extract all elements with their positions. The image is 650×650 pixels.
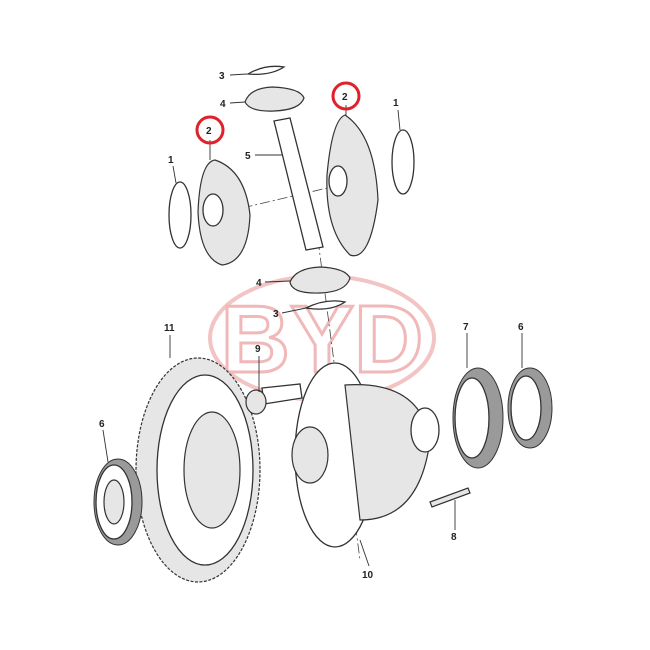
callout-3-top: 3 (219, 71, 225, 82)
leader-lines (102, 73, 523, 567)
side-gear-left (197, 159, 251, 266)
pinion-gear-top (244, 86, 305, 112)
callout-6-left: 6 (99, 419, 105, 430)
tapered-bearing (452, 367, 504, 469)
thrust-washer-top (245, 65, 286, 75)
callout-1-right: 1 (393, 98, 399, 109)
highlight-circle-left (195, 115, 225, 145)
callout-9: 9 (255, 344, 261, 355)
callout-4-top: 4 (220, 99, 226, 110)
highlight-circle-right (331, 81, 361, 111)
pinion-gear-bottom (289, 266, 351, 294)
thrust-washer-right (391, 129, 415, 195)
callout-5: 5 (245, 151, 251, 162)
bearing-right (507, 367, 553, 449)
thrust-washer-left (168, 181, 192, 249)
callout-10: 10 (362, 570, 374, 581)
pinion-shaft (273, 117, 324, 251)
bolt (245, 383, 303, 415)
callout-11: 11 (164, 323, 175, 334)
callout-2-right: 2 (342, 92, 348, 103)
callout-1-left: 1 (168, 155, 174, 166)
callout-4-bottom: 4 (256, 278, 262, 289)
ring-gear (135, 357, 261, 583)
side-gear-right (326, 114, 379, 257)
callout-3-bottom: 3 (273, 309, 279, 320)
thrust-washer-bottom (303, 300, 347, 310)
callout-8: 8 (451, 532, 457, 543)
callout-6-right: 6 (518, 322, 524, 333)
callout-2-left: 2 (206, 126, 212, 137)
differential-housing (291, 362, 440, 548)
callout-7: 7 (463, 322, 469, 333)
roll-pin (429, 487, 471, 508)
bearing-left (93, 458, 143, 546)
